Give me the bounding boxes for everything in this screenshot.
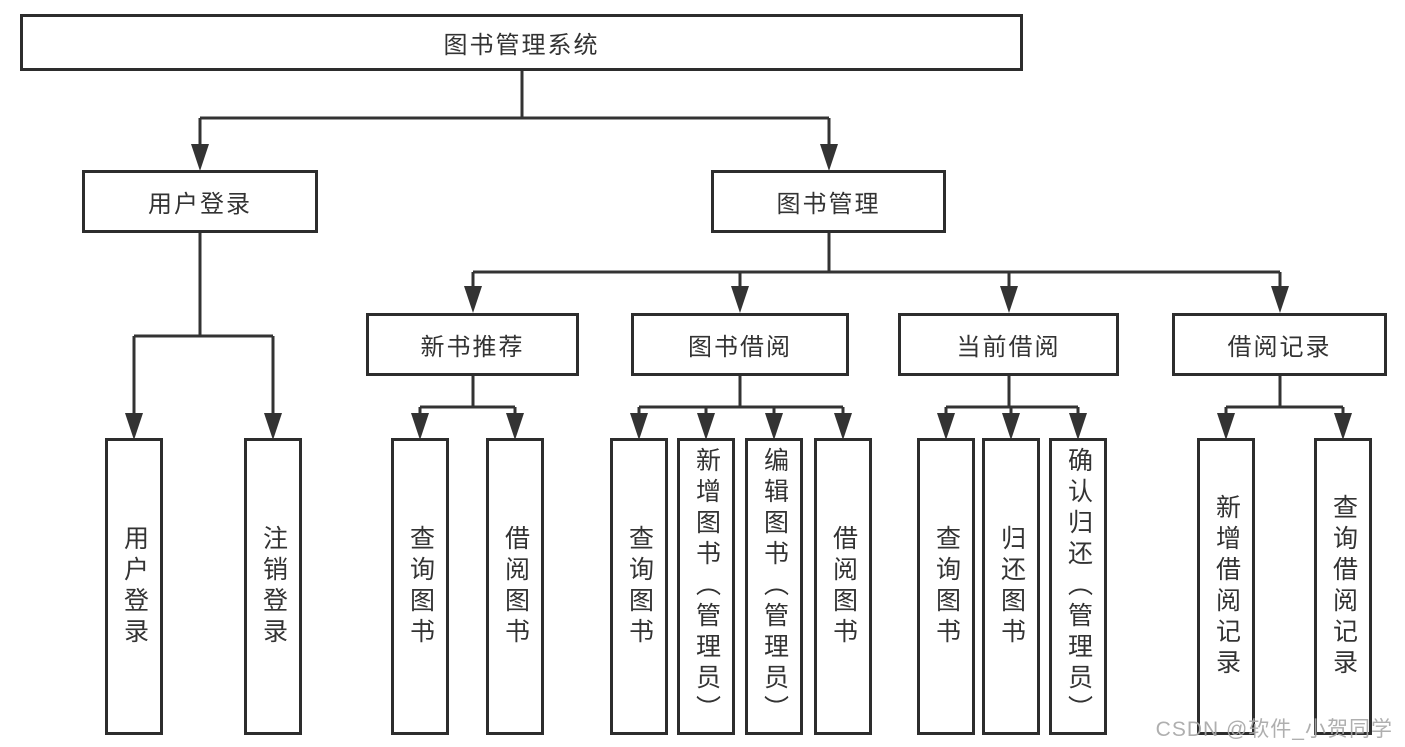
leaf-query-books-current: 查询图书 <box>917 438 975 735</box>
arrowhead <box>937 413 955 440</box>
arrowhead <box>1069 413 1087 440</box>
arrowhead <box>464 286 482 313</box>
leaf-return-books: 归还图书 <box>982 438 1040 735</box>
arrowhead <box>731 286 749 313</box>
leaf-query-borrow-record: 查询借阅记录 <box>1314 438 1372 735</box>
connector-newbook-leaves <box>411 376 524 440</box>
arrowhead <box>1271 286 1289 313</box>
leaf-add-books-admin: 新增图书（管理员） <box>677 438 735 735</box>
arrowhead <box>1000 286 1018 313</box>
connector-current-leaves <box>937 376 1087 440</box>
leaf-confirm-return-admin: 确认归还（管理员） <box>1049 438 1107 735</box>
node-current-borrowing: 当前借阅 <box>898 313 1119 376</box>
arrowhead <box>630 413 648 440</box>
node-user-login: 用户登录 <box>82 170 318 233</box>
connector-borrowing-leaves <box>630 376 852 440</box>
node-book-management: 图书管理 <box>711 170 946 233</box>
arrowhead <box>191 144 209 171</box>
csdn-watermark: CSDN @软件_小贺同学 <box>1155 718 1393 741</box>
arrowhead <box>506 413 524 440</box>
arrowhead <box>834 413 852 440</box>
arrowhead <box>1002 413 1020 440</box>
arrowhead <box>125 413 143 440</box>
leaf-add-borrow-record: 新增借阅记录 <box>1197 438 1255 735</box>
arrowhead <box>820 144 838 171</box>
arrowhead <box>1334 413 1352 440</box>
leaf-logout: 注销登录 <box>244 438 302 735</box>
node-library-system: 图书管理系统 <box>20 14 1023 71</box>
connector-bookmgmt-to-level3 <box>464 233 1289 313</box>
arrowhead <box>411 413 429 440</box>
leaf-edit-books-admin: 编辑图书（管理员） <box>745 438 803 735</box>
arrowhead <box>1217 413 1235 440</box>
leaf-borrow-books-borrowing: 借阅图书 <box>814 438 872 735</box>
arrowhead <box>765 413 783 440</box>
arrowhead <box>697 413 715 440</box>
node-new-book-recommendation: 新书推荐 <box>366 313 579 376</box>
connector-userlogin-leaves <box>125 233 282 440</box>
leaf-query-books-recommend: 查询图书 <box>391 438 449 735</box>
node-borrowing-records: 借阅记录 <box>1172 313 1387 376</box>
leaf-user-login: 用户登录 <box>105 438 163 735</box>
leaf-borrow-books-recommend: 借阅图书 <box>486 438 544 735</box>
leaf-query-books-borrowing: 查询图书 <box>610 438 668 735</box>
node-book-borrowing: 图书借阅 <box>631 313 849 376</box>
connector-records-leaves <box>1217 376 1352 440</box>
arrowhead <box>264 413 282 440</box>
connector-root-to-level2 <box>191 70 838 171</box>
